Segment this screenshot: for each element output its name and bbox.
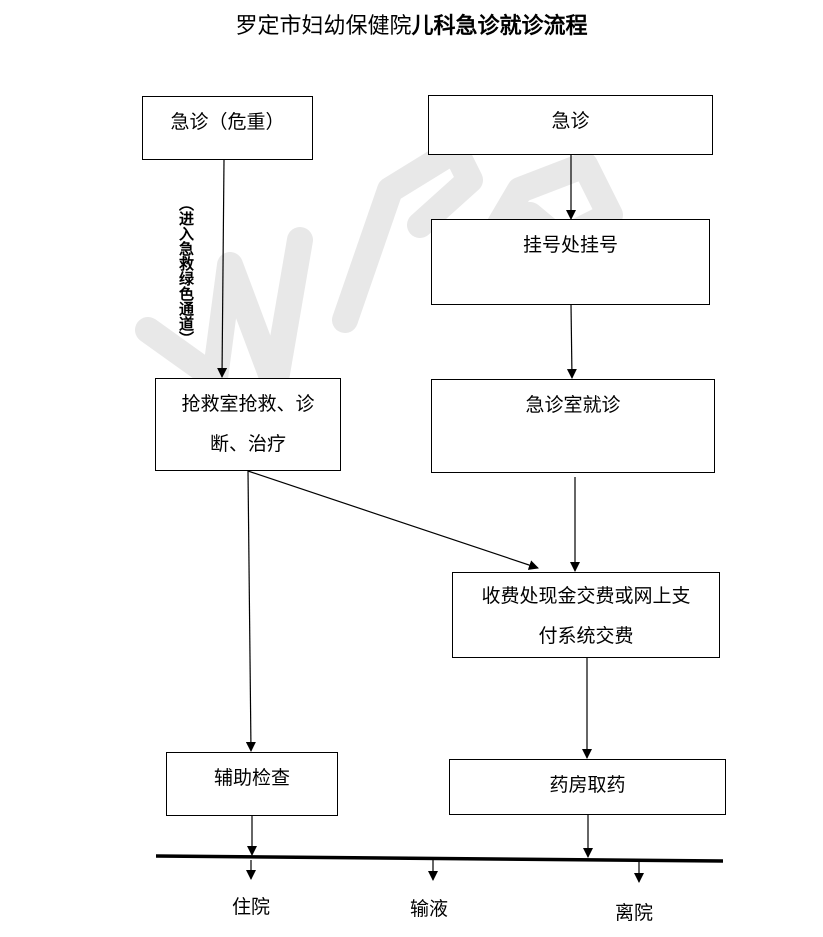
arrow-critical-to-rescue [217, 159, 228, 378]
node-payment: 收费处现金交费或网上支 付系统交费 [452, 572, 720, 658]
outcome-discharge: 离院 [615, 902, 654, 924]
title-emphasis: 儿科急诊就诊流程 [411, 14, 588, 39]
page-title: 罗定市妇幼保健院儿科急诊就诊流程 [0, 10, 823, 44]
arrow-rescue-to-exam [245, 470, 256, 752]
node-emergency: 急诊 [428, 95, 713, 155]
node-auxiliary-exam: 辅助检查 [166, 752, 338, 816]
arrow-rescue-to-payment [247, 470, 539, 570]
node-registration: 挂号处挂号 [431, 219, 710, 305]
green-channel-label: （进入急救绿色通道） [177, 196, 195, 346]
outcome-hospitalization: 住院 [232, 896, 271, 918]
node-consultation: 急诊室就诊 [431, 379, 715, 473]
node-pharmacy: 药房取药 [449, 759, 726, 815]
node-emergency-critical: 急诊（危重） [142, 96, 313, 160]
node-rescue-room: 抢救室抢救、诊 断、治疗 [155, 378, 341, 471]
outcome-infusion: 输液 [410, 898, 449, 920]
arrow-registration-to-consultation [566, 303, 577, 379]
outcome-bar [155, 854, 724, 863]
title-prefix: 罗定市妇幼保健院 [235, 14, 412, 39]
